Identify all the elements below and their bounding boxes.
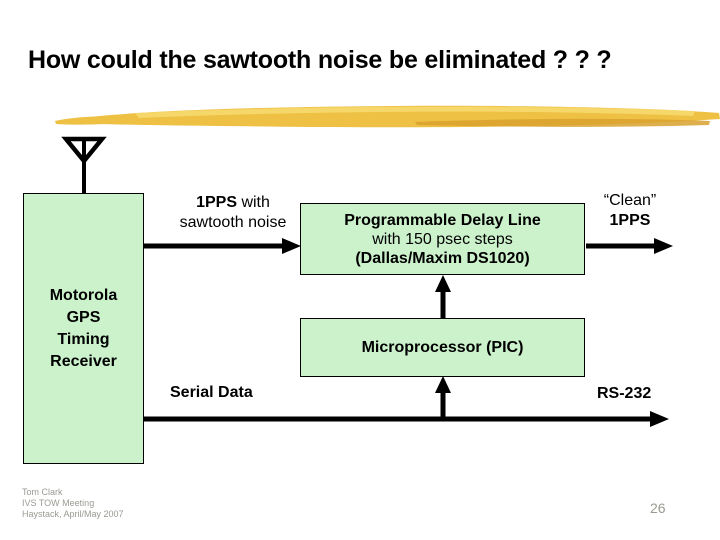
clean-pps-label: “Clean” 1PPS <box>582 191 678 231</box>
gps-receiver-box: Motorola GPS Timing Receiver <box>23 193 144 464</box>
antenna-icon <box>61 136 107 194</box>
arrow-micro-to-delay <box>435 275 451 319</box>
yellow-highlight-icon <box>55 105 720 128</box>
arrow-receiver-to-delay <box>144 238 301 254</box>
gps-receiver-box-line: GPS <box>66 308 101 326</box>
arrow-serial-to-micro <box>435 376 451 419</box>
pps-rest-text: with <box>237 194 270 211</box>
gps-receiver-box-line: Receiver <box>50 352 117 370</box>
arrow-serial-data-line <box>144 411 669 427</box>
arrow-delay-to-clean-output <box>586 238 673 254</box>
clean-pps-label-line2: 1PPS <box>609 212 651 229</box>
delay-line-box-part-number: (Dallas/Maxim DS1020) <box>355 249 530 267</box>
delay-line-box: Programmable Delay Line with 150 psec st… <box>300 203 585 275</box>
brush-stroke-dark <box>415 118 710 127</box>
clean-pps-label-line1: “Clean” <box>603 192 657 209</box>
footer-author: Tom Clark <box>22 487 63 497</box>
brush-stroke-light <box>135 106 695 118</box>
footer-meeting: IVS TOW Meeting <box>22 498 95 508</box>
footer-location-date: Haystack, April/May 2007 <box>22 509 124 519</box>
brush-stroke-tail <box>55 116 125 125</box>
pps-bold-text: 1PPS <box>196 194 237 211</box>
pps-sawtooth-label-line2: sawtooth noise <box>179 214 287 231</box>
gps-receiver-box-line: Timing <box>57 330 110 348</box>
microprocessor-box: Microprocessor (PIC) <box>300 318 585 377</box>
slide-title: How could the sawtooth noise be eliminat… <box>28 46 612 74</box>
delay-line-box-title: Programmable Delay Line <box>344 211 541 229</box>
slide-footer: Tom Clark IVS TOW Meeting Haystack, Apri… <box>22 487 124 520</box>
pps-sawtooth-label: 1PPS with sawtooth noise <box>148 193 318 233</box>
serial-data-label: Serial Data <box>170 384 253 401</box>
rs232-label: RS-232 <box>597 385 652 402</box>
microprocessor-box-label: Microprocessor (PIC) <box>361 338 524 356</box>
page-number: 26 <box>650 500 666 516</box>
pps-sawtooth-label-line1: 1PPS with <box>148 193 318 213</box>
delay-line-box-subtitle: with 150 psec steps <box>372 230 513 248</box>
gps-receiver-box-line: Motorola <box>49 286 118 304</box>
